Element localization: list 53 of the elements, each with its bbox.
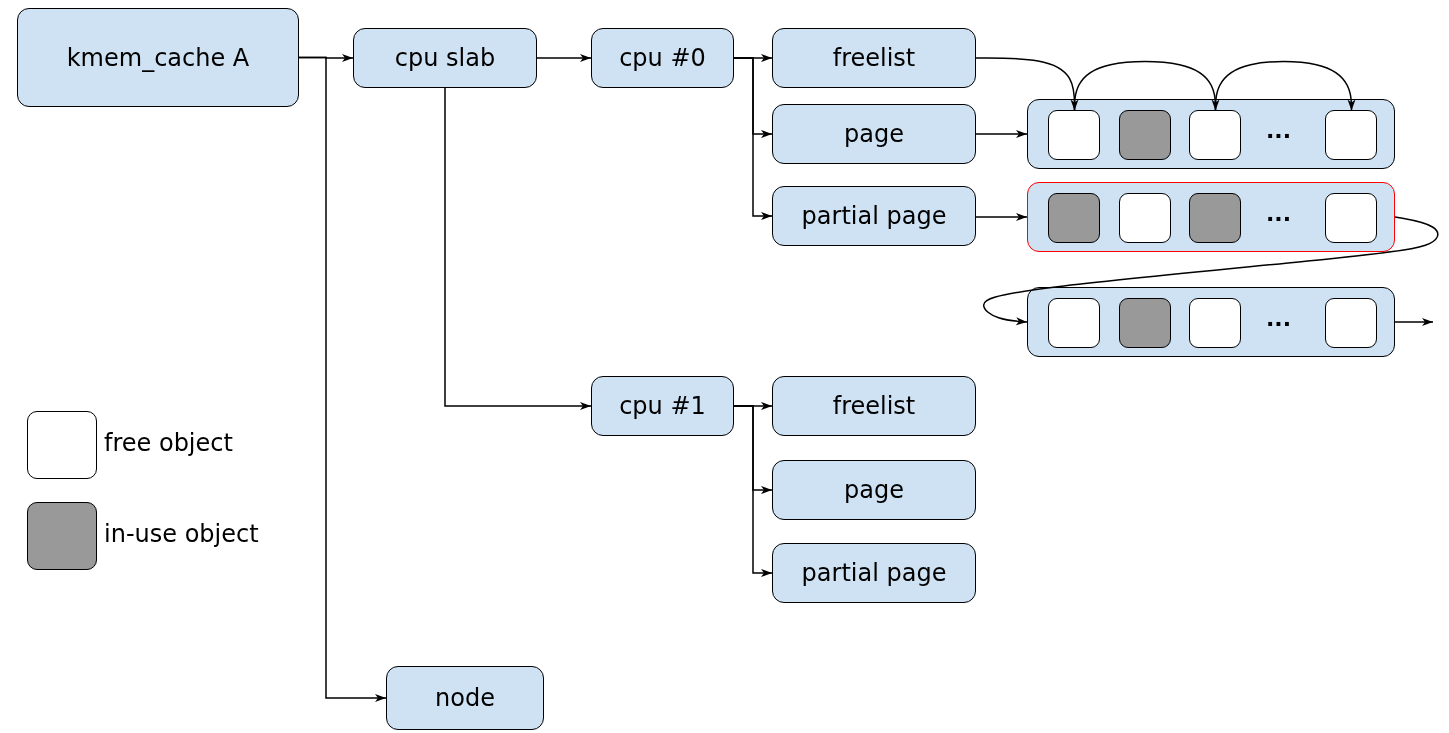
struct-box [386, 666, 544, 730]
box-label: kmem_cache A [66, 43, 250, 72]
arrow [1073, 60, 1220, 112]
arrow [1214, 60, 1356, 112]
struct-box [772, 104, 976, 164]
struct-box [772, 460, 976, 520]
legend-label: free object [104, 429, 233, 457]
object-slot [1325, 298, 1377, 348]
arrow [298, 56, 387, 702]
object-slot [1325, 110, 1377, 160]
object-slot [1119, 298, 1171, 348]
struct-box [591, 376, 734, 436]
struct-box [772, 28, 976, 88]
arrow [975, 213, 1028, 221]
arrow [733, 57, 773, 220]
box-label: cpu #1 [619, 392, 706, 420]
box-label: page [844, 476, 904, 504]
object-slot [1048, 193, 1100, 243]
object-slot [1189, 298, 1241, 348]
legend-label: in-use object [104, 520, 259, 548]
struct-box [17, 8, 299, 107]
box-label: freelist [832, 392, 916, 420]
ellipsis-text: ... [1266, 118, 1292, 143]
struct-box [353, 28, 537, 88]
object-slot [1119, 110, 1171, 160]
arrow [733, 405, 773, 577]
arrow [1394, 318, 1434, 326]
object-slot [1189, 110, 1241, 160]
arrow [444, 87, 592, 410]
struct-box [772, 543, 976, 603]
page-object-row [1027, 287, 1395, 357]
box-label: cpu #0 [619, 44, 706, 72]
object-slot [1189, 193, 1241, 243]
box-label: page [844, 120, 904, 148]
object-slot [1119, 193, 1171, 243]
struct-box [591, 28, 734, 88]
ellipsis-text: ... [1266, 306, 1292, 331]
box-label: partial page [801, 559, 947, 587]
arrow [536, 54, 592, 62]
struct-box [772, 376, 976, 436]
page-object-row [1027, 99, 1395, 169]
object-slot [1048, 298, 1100, 348]
box-label: node [435, 684, 495, 712]
ellipsis-text: ... [1266, 201, 1292, 226]
struct-box [772, 186, 976, 246]
box-label: cpu slab [394, 44, 496, 72]
page-object-row [1027, 182, 1395, 252]
arrow [975, 130, 1028, 138]
arrow [982, 216, 1439, 326]
object-slot [1325, 193, 1377, 243]
box-label: partial page [801, 202, 947, 230]
object-slot [1048, 110, 1100, 160]
box-label: freelist [832, 44, 916, 72]
